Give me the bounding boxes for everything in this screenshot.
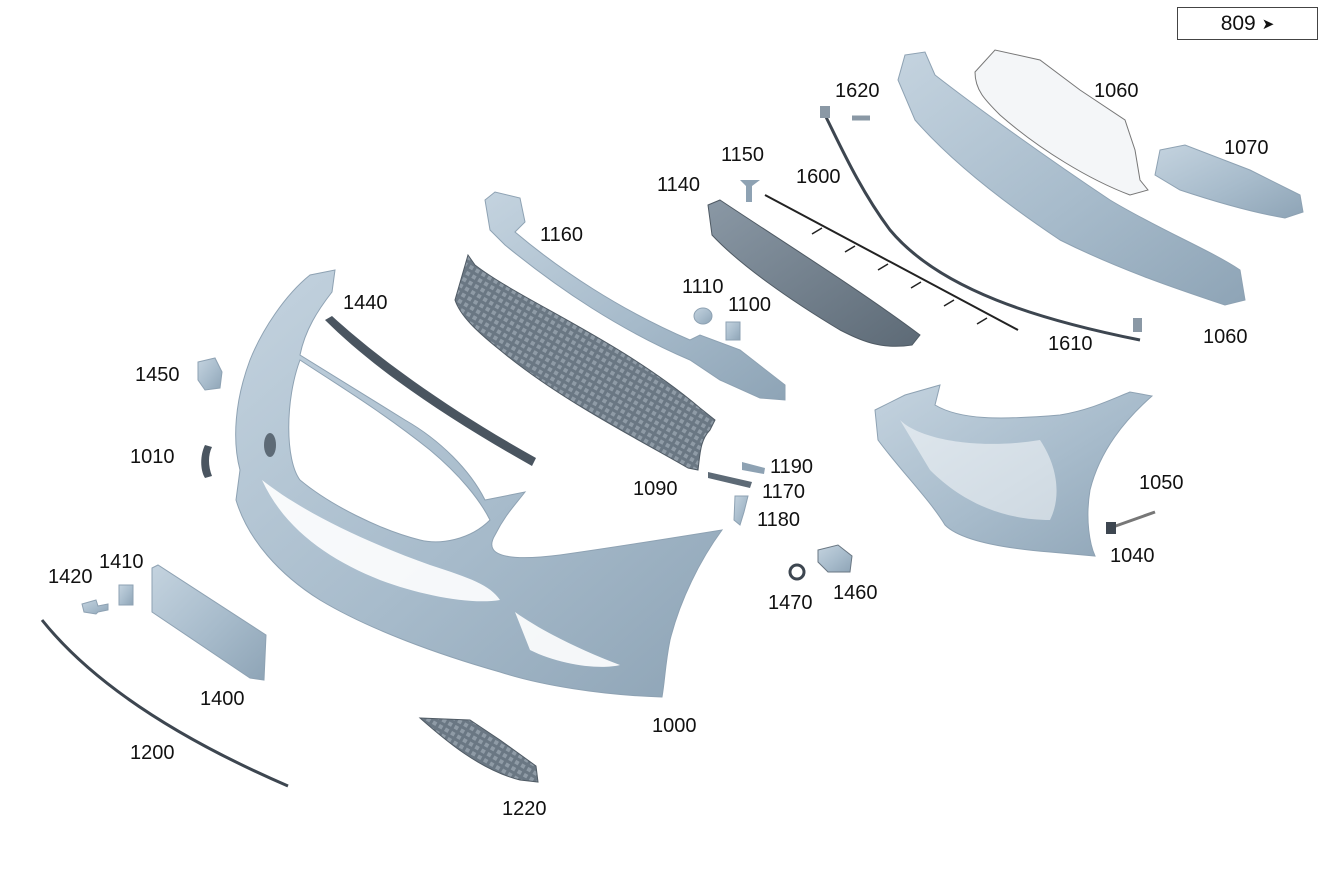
label-1170: 1170 <box>762 481 805 503</box>
part-1450-sensor[interactable] <box>197 357 223 391</box>
part-1010-cap[interactable] <box>201 445 212 478</box>
label-1160: 1160 <box>540 224 583 246</box>
label-1410: 1410 <box>99 551 144 573</box>
part-1140-support[interactable] <box>707 199 921 347</box>
part-1410-nut[interactable] <box>118 584 134 606</box>
part-1400-plate[interactable] <box>151 564 267 681</box>
part-1100-clip[interactable] <box>725 321 741 341</box>
part-1200-trim[interactable] <box>40 619 289 788</box>
label-1600: 1600 <box>796 166 841 188</box>
label-1010: 1010 <box>130 446 175 468</box>
label-1180: 1180 <box>757 509 800 531</box>
label-1620: 1620 <box>835 80 880 102</box>
label-1050: 1050 <box>1139 472 1184 494</box>
part-1600-wiring-harness[interactable] <box>764 194 1019 331</box>
part-1000-bumper-cover[interactable] <box>235 269 724 698</box>
part-1070-side-absorber[interactable] <box>1154 144 1304 219</box>
label-1140: 1140 <box>657 174 700 196</box>
part-1180-pin[interactable] <box>733 495 749 526</box>
label-1100: 1100 <box>728 294 771 316</box>
part-1110-clip[interactable] <box>693 307 713 325</box>
label-1610: 1610 <box>1048 333 1093 355</box>
part-1040-screw[interactable] <box>1106 510 1156 534</box>
part-1620-sensor-cable[interactable] <box>820 106 1142 342</box>
label-1040: 1040 <box>1110 545 1155 567</box>
part-1060-impact-absorber-outline[interactable] <box>974 49 1149 196</box>
label-1150: 1150 <box>721 144 764 166</box>
label-1470: 1470 <box>768 592 813 614</box>
part-1050-lower-frame[interactable] <box>874 384 1154 557</box>
label-1000: 1000 <box>652 715 697 737</box>
part-1150-screw[interactable] <box>740 180 760 202</box>
label-1220: 1220 <box>502 798 547 820</box>
label-1070: 1070 <box>1224 137 1269 159</box>
label-1060-bottom: 1060 <box>1203 326 1248 348</box>
label-1060-top: 1060 <box>1094 80 1139 102</box>
part-1440-seal-strip[interactable] <box>325 316 536 466</box>
label-1460: 1460 <box>833 582 878 604</box>
label-1400: 1400 <box>200 688 245 710</box>
part-1420-bolt[interactable] <box>81 599 109 615</box>
part-1470-ring[interactable] <box>788 563 806 581</box>
label-1090: 1090 <box>633 478 678 500</box>
label-1200: 1200 <box>130 742 175 764</box>
part-1060-energy-absorber[interactable] <box>897 51 1246 306</box>
label-1440: 1440 <box>343 292 388 314</box>
part-1460-sensor[interactable] <box>817 544 853 573</box>
reference-page-number: 809 <box>1220 11 1256 35</box>
label-1450: 1450 <box>135 364 180 386</box>
part-1190-clip[interactable] <box>742 462 765 474</box>
label-1110: 1110 <box>682 276 724 298</box>
reference-page-link[interactable]: 809 ➤ <box>1177 7 1318 40</box>
part-1220-grille-insert[interactable] <box>418 717 539 783</box>
label-1190: 1190 <box>770 456 813 478</box>
part-1170-clip[interactable] <box>708 472 752 488</box>
part-1160-mounting-bracket[interactable] <box>484 191 786 401</box>
part-1090-grille[interactable] <box>454 253 716 471</box>
arrow-right-icon: ➤ <box>1261 15 1275 33</box>
label-1420: 1420 <box>48 566 93 588</box>
